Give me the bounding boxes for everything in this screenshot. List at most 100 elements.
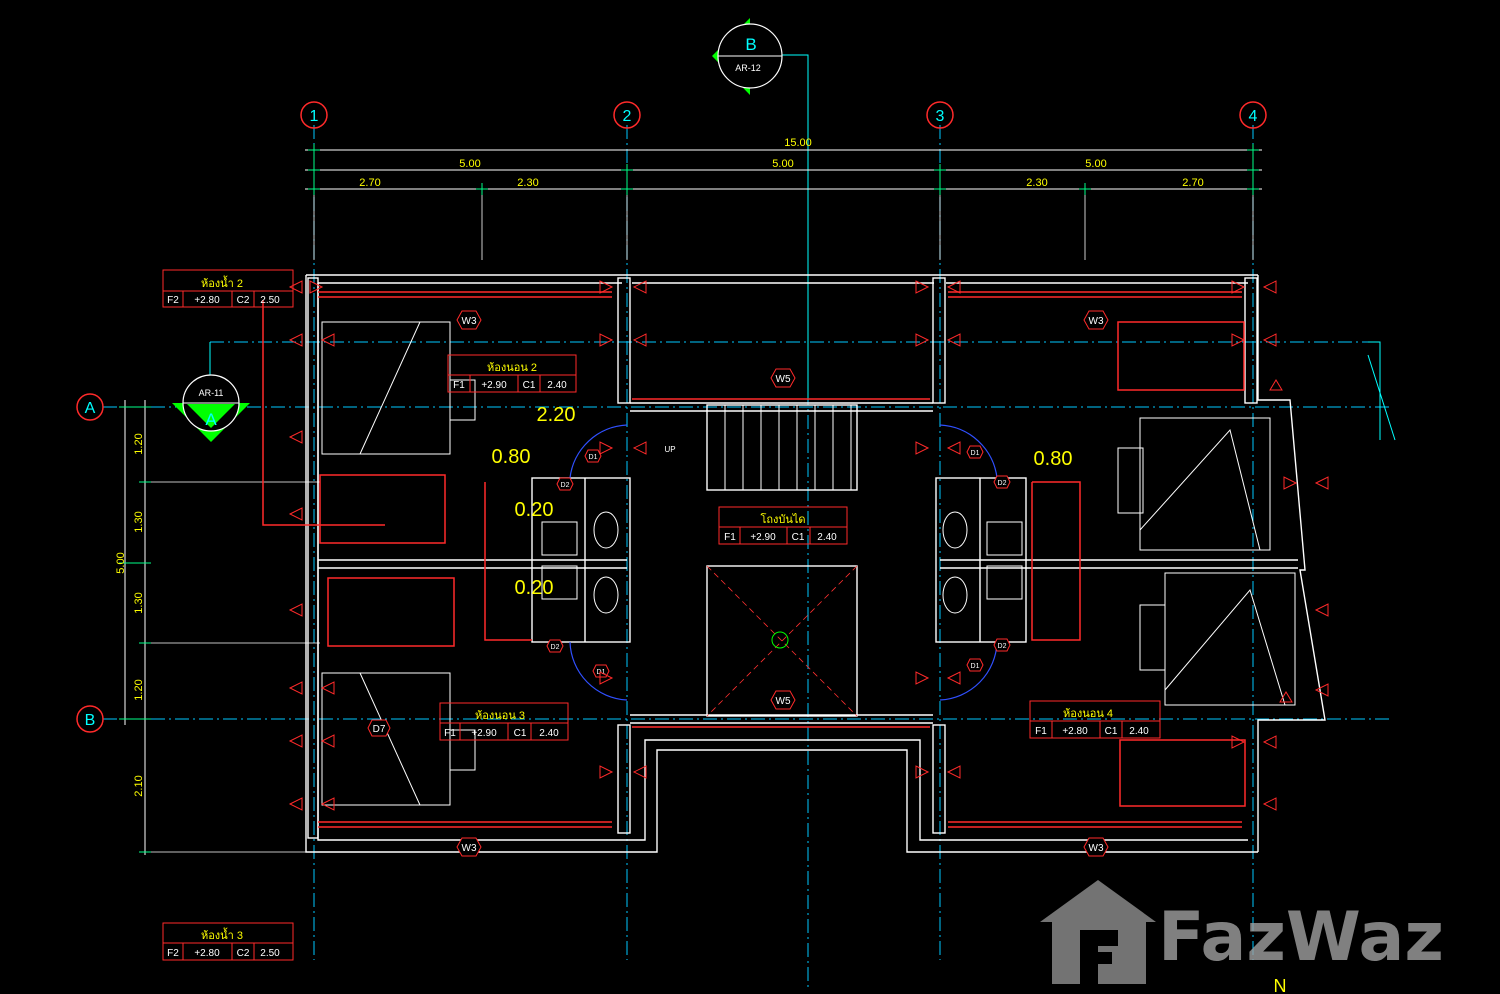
section-bracket [209, 54, 1396, 441]
dimension-lines [124, 149, 1262, 855]
north-label: N [1274, 976, 1287, 994]
section-b-letter: B [745, 35, 756, 54]
hall-f: F1 [724, 532, 736, 543]
bed2-name: ห้องนอน 2 [487, 362, 537, 374]
dim-vertical-3: 1.30 [133, 592, 145, 613]
bed4-name: ห้องนอน 4 [1063, 708, 1113, 720]
window-tag-w3-2: W3 [1089, 316, 1104, 327]
grid-label-b: B [85, 712, 96, 729]
material-markers [288, 280, 1329, 811]
section-a-sheet: AR-11 [199, 388, 224, 398]
grid-lines [103, 55, 1390, 990]
bath3-c-val: 2.50 [260, 948, 280, 959]
bed4-f-val: +2.80 [1062, 726, 1088, 737]
dim-inplan-1: 2.20 [537, 404, 576, 426]
bed4-f: F1 [1035, 726, 1047, 737]
grid-label-3: 3 [936, 108, 945, 125]
door-tag-d1-1: D1 [589, 454, 598, 461]
grid-label-1: 1 [310, 108, 319, 125]
dim-vertical-total: 5.00 [115, 552, 127, 573]
bed4-c: C1 [1105, 726, 1118, 737]
bed2-c-val: 2.40 [547, 380, 567, 391]
bed3-c-val: 2.40 [539, 728, 559, 739]
window-tag-w5-1: W5 [776, 374, 791, 385]
bed3-f: F1 [444, 728, 456, 739]
furniture [321, 321, 1296, 806]
dim-sub-right-1: 2.30 [1026, 177, 1047, 189]
window-tag-w3-4: W3 [1089, 843, 1104, 854]
room-tag-hall [718, 506, 848, 545]
bath2-name: ห้องน้ำ 2 [201, 275, 243, 290]
windows [262, 291, 1246, 828]
section-marker-b [712, 18, 783, 95]
bath2-c: C2 [237, 295, 250, 306]
bed2-c: C1 [523, 380, 536, 391]
dim-inplan-4: 0.20 [515, 577, 554, 599]
stair-treads [724, 405, 852, 490]
bath3-f-val: +2.80 [194, 948, 220, 959]
hall-c-val: 2.40 [817, 532, 837, 543]
dim-bay-1: 5.00 [459, 158, 480, 170]
dim-vertical-2: 1.30 [133, 511, 145, 532]
window-tag-w3-3: W3 [462, 843, 477, 854]
dim-bay-3: 5.00 [1085, 158, 1106, 170]
door-tag-d2-2: D2 [551, 644, 560, 651]
window-tag-shapes [456, 310, 1109, 857]
grid-label-a: A [85, 400, 96, 417]
bed3-f-val: +2.90 [471, 728, 497, 739]
bed2-f-val: +2.90 [481, 380, 507, 391]
dim-vertical-4: 1.20 [133, 679, 145, 700]
stair-up-label: UP [664, 445, 675, 454]
bed4-c-val: 2.40 [1129, 726, 1149, 737]
void-cross [706, 565, 858, 717]
door-tag-d1-3: D1 [971, 450, 980, 457]
room-tag-bed3 [439, 702, 569, 741]
bath3-name: ห้องน้ำ 3 [201, 927, 243, 942]
window-tag-w5-2: W5 [776, 696, 791, 707]
hall-c: C1 [792, 532, 805, 543]
room-tag-bath3 [162, 922, 294, 961]
dim-bay-2: 5.00 [772, 158, 793, 170]
dim-inplan-5: 0.80 [1034, 448, 1073, 470]
watermark [1040, 880, 1156, 984]
hall-name: โถงบันได [760, 512, 805, 526]
section-a-letter: A [205, 410, 217, 429]
door-swings [569, 424, 998, 701]
grid-label-2: 2 [623, 108, 632, 125]
extension-lines [151, 195, 1254, 853]
door-tag-d2-4: D2 [998, 643, 1007, 650]
bed3-c: C1 [514, 728, 527, 739]
dim-inplan-2: 0.80 [492, 446, 531, 468]
bed2-f: F1 [453, 380, 465, 391]
bath2-c-val: 2.50 [260, 295, 280, 306]
dim-overall: 15.00 [784, 137, 812, 149]
walls [305, 274, 1326, 853]
dim-sub-left-2: 2.30 [517, 177, 538, 189]
dim-vertical-5: 2.10 [133, 775, 145, 796]
bath3-f: F2 [167, 948, 179, 959]
dimension-ticks [119, 144, 1259, 853]
dim-sub-left-1: 2.70 [359, 177, 380, 189]
dim-sub-right-2: 2.70 [1182, 177, 1203, 189]
grid-label-4: 4 [1249, 108, 1258, 125]
dim-inplan-3: 0.20 [515, 499, 554, 521]
door-tag-d2-1: D2 [561, 482, 570, 489]
door-tag-d2-3: D2 [998, 480, 1007, 487]
bed3-name: ห้องนอน 3 [475, 710, 525, 722]
bath3-c: C2 [237, 948, 250, 959]
watermark-text: FazWaz [1158, 898, 1444, 977]
room-tag-bed2 [447, 354, 577, 393]
bath2-f: F2 [167, 295, 179, 306]
section-marker-a [172, 374, 250, 442]
door-tag-d1-4: D1 [971, 663, 980, 670]
window-tag-w3-1: W3 [462, 316, 477, 327]
section-b-sheet: AR-12 [735, 63, 761, 73]
door-tag-d7: D7 [373, 724, 386, 735]
void-marker [771, 631, 789, 649]
grid-bubbles [76, 101, 1267, 733]
dim-vertical-1: 1.20 [133, 433, 145, 454]
room-tag-bed4 [1029, 700, 1161, 739]
door-tag-shapes [367, 445, 1011, 737]
hall-f-val: +2.90 [750, 532, 776, 543]
